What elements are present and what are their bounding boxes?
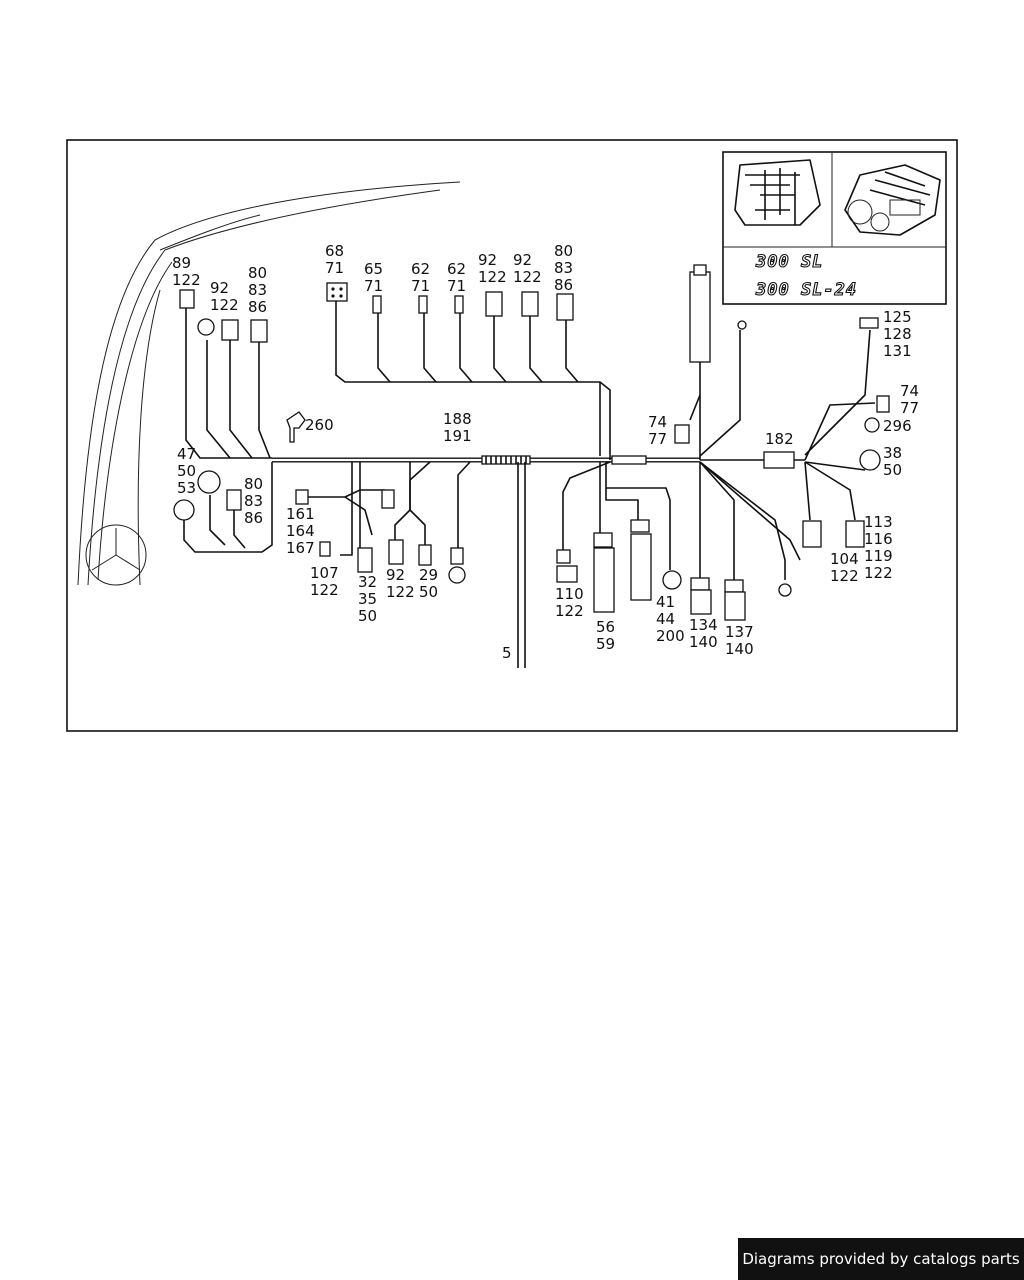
connector-113 [845, 520, 865, 548]
callout-label: 296 [883, 417, 912, 435]
callout-label: 5 [502, 644, 512, 662]
bolt-260 [286, 411, 306, 443]
connector-62-a [418, 295, 428, 314]
engine-thumbnail-icon [844, 164, 941, 236]
connector-38 [859, 449, 881, 471]
connector-89 [179, 289, 195, 309]
footer-credit: Diagrams provided by catalogs parts [738, 1238, 1024, 1280]
car-thumbnail-icon [734, 159, 821, 226]
connector-80-left [250, 319, 268, 343]
connector-296 [864, 417, 880, 433]
model-inset: 300 SL 300 SL-24 [722, 151, 947, 305]
model-badge-300sl-24: 300 SL-24 [755, 280, 857, 300]
connector-29 [418, 544, 432, 566]
connector-41 [662, 570, 682, 590]
car-body-outline [77, 181, 461, 586]
connector-lower-round [448, 566, 466, 584]
connector-80-lower [226, 489, 242, 511]
connector-80-top [556, 293, 574, 321]
connector-92-b [521, 291, 539, 317]
callout-label: 182 [765, 430, 794, 448]
callout-label: 260 [305, 416, 334, 434]
right-branch [674, 264, 890, 548]
upper-branch-wires [185, 300, 611, 460]
connector-47 [197, 470, 221, 494]
lower-left-branch [173, 461, 526, 668]
connector-56-b [630, 533, 652, 601]
connector-92-lower [388, 539, 404, 565]
connector-68 [326, 282, 348, 302]
connector-161 [295, 489, 309, 505]
connector-32 [357, 547, 373, 573]
connector-74-left [674, 424, 690, 444]
connector-56 [593, 547, 615, 613]
connector-92-left [197, 318, 215, 336]
connector-main-multipin [689, 271, 711, 363]
connector-74-right [876, 395, 890, 413]
connector-92-a [485, 291, 503, 317]
connector-134 [690, 589, 712, 615]
ring-terminal [778, 583, 792, 597]
connector-182 [763, 451, 795, 469]
connector-161-b [381, 489, 395, 509]
diagram-frame [66, 139, 958, 732]
main-harness [272, 455, 700, 465]
connector-65 [372, 295, 382, 314]
lower-center-branch [556, 461, 801, 621]
connector-92-left-b [221, 319, 239, 341]
connector-125 [859, 317, 879, 329]
connector-104 [802, 520, 822, 548]
connector-137 [724, 591, 746, 621]
model-badge-300sl: 300 SL [755, 252, 823, 272]
connector-110 [556, 565, 578, 583]
connector-62-b [454, 295, 464, 314]
connector-107 [319, 541, 331, 557]
connector-47-b [173, 499, 195, 521]
upper-connectors [179, 282, 574, 443]
